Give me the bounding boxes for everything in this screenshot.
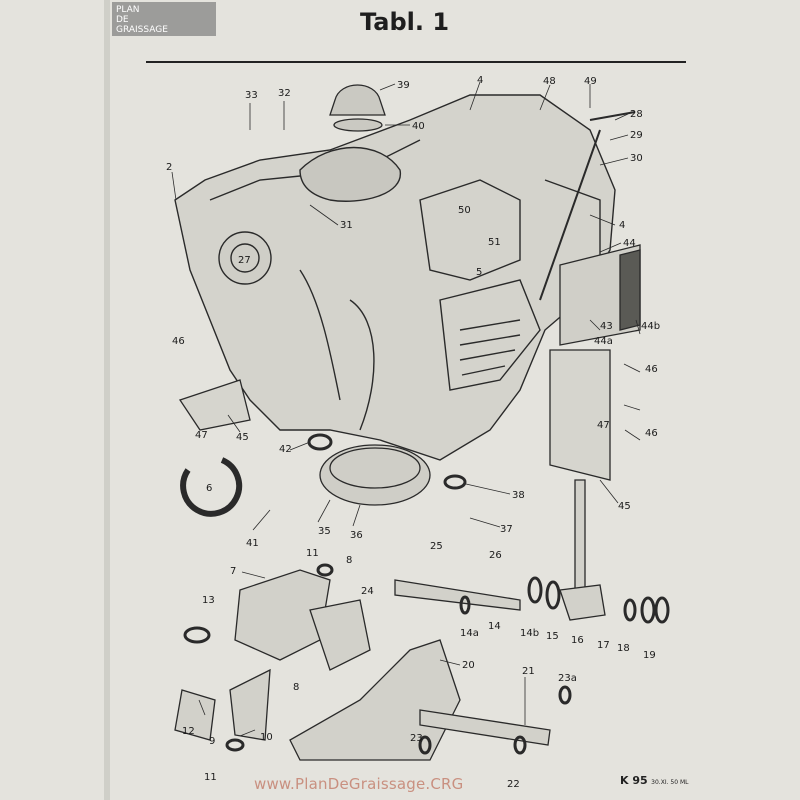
callout-28: 28 [630,109,643,120]
callout-45-left: 45 [236,432,249,443]
logo-line-2: DE [116,15,129,25]
callout-46-right-bottom: 46 [645,428,658,439]
plate-drawing [559,244,641,346]
logo-line-3: GRAISSAGE [116,25,168,35]
callout-44b: 44b [641,321,660,332]
callout-5: 5 [476,267,482,278]
lower-cover-drawing [319,444,431,506]
callout-16: 16 [571,635,584,646]
callout-19: 19 [643,650,656,661]
callout-23a: 23a [558,673,577,684]
shift-mechanism-drawing [174,479,606,761]
callout-29: 29 [630,130,643,141]
callout-13: 13 [202,595,215,606]
callout-labels: 33 32 39 4 48 49 28 40 29 30 2 31 50 51 … [166,75,660,790]
callout-20: 20 [462,660,475,671]
footer-reference: K 95 30.XI. 50 ML [620,774,688,787]
washers-drawing [183,433,670,755]
page-title: Tabl. 1 [360,8,450,36]
callout-44a: 44a [594,336,613,347]
callout-22: 22 [507,779,520,790]
logo-line-1: PLAN [116,5,140,15]
site-logo[interactable]: PLAN DE GRAISSAGE [112,2,216,36]
callout-47-left: 47 [195,430,208,441]
callout-41: 41 [246,538,259,549]
callout-31: 31 [340,220,353,231]
callout-33: 33 [245,90,258,101]
circlip-drawing [180,457,243,517]
callout-36: 36 [350,530,363,541]
callout-2: 2 [166,162,172,173]
callout-45-right: 45 [618,501,631,512]
crankcase-drawing [174,94,636,461]
callout-23: 23 [410,733,423,744]
callout-25: 25 [430,541,443,552]
callout-14a: 14a [460,628,479,639]
callout-14b: 14b [520,628,539,639]
bracket-right-drawing [549,349,611,481]
callout-26: 26 [489,550,502,561]
site-watermark[interactable]: www.PlanDeGraissage.CRG [254,775,464,793]
callout-7: 7 [230,566,236,577]
footer-ref-date: 30.XI. 50 ML [651,779,689,786]
callout-38: 38 [512,490,525,501]
page-gutter [104,0,110,800]
callout-11-bottom: 11 [204,772,217,783]
callout-32: 32 [278,88,291,99]
callout-14: 14 [488,621,501,632]
callout-46-right-top: 46 [645,364,658,375]
title-rule [146,61,686,63]
callout-11-top: 11 [306,548,319,559]
callout-39: 39 [397,80,410,91]
bracket-left-drawing [178,379,251,431]
callout-49: 49 [584,76,597,87]
callout-17: 17 [597,640,610,651]
callout-8-top: 8 [346,555,352,566]
footer-ref-code: K 95 [620,774,648,787]
callout-15: 15 [546,631,559,642]
callout-51: 51 [488,237,501,248]
callout-40: 40 [412,121,425,132]
callout-24: 24 [361,586,374,597]
callout-4b: 4 [619,220,625,231]
callout-9: 9 [209,736,215,747]
filler-cap-drawing [329,84,386,132]
callout-44: 44 [623,238,636,249]
callout-42: 42 [279,444,292,455]
callout-4: 4 [477,75,483,86]
callout-30: 30 [630,153,643,164]
callout-43: 43 [600,321,613,332]
callout-10: 10 [260,732,273,743]
callout-18: 18 [617,643,630,654]
callout-50: 50 [458,205,471,216]
callout-21: 21 [522,666,535,677]
callout-47-right: 47 [597,420,610,431]
callout-6: 6 [206,483,212,494]
callout-48: 48 [543,76,556,87]
leader-lines [171,81,641,737]
callout-37: 37 [500,524,513,535]
callout-46-left: 46 [172,336,185,347]
callout-8-bottom: 8 [293,682,299,693]
callout-12: 12 [182,726,195,737]
callout-35: 35 [318,526,331,537]
callout-27: 27 [238,255,251,266]
